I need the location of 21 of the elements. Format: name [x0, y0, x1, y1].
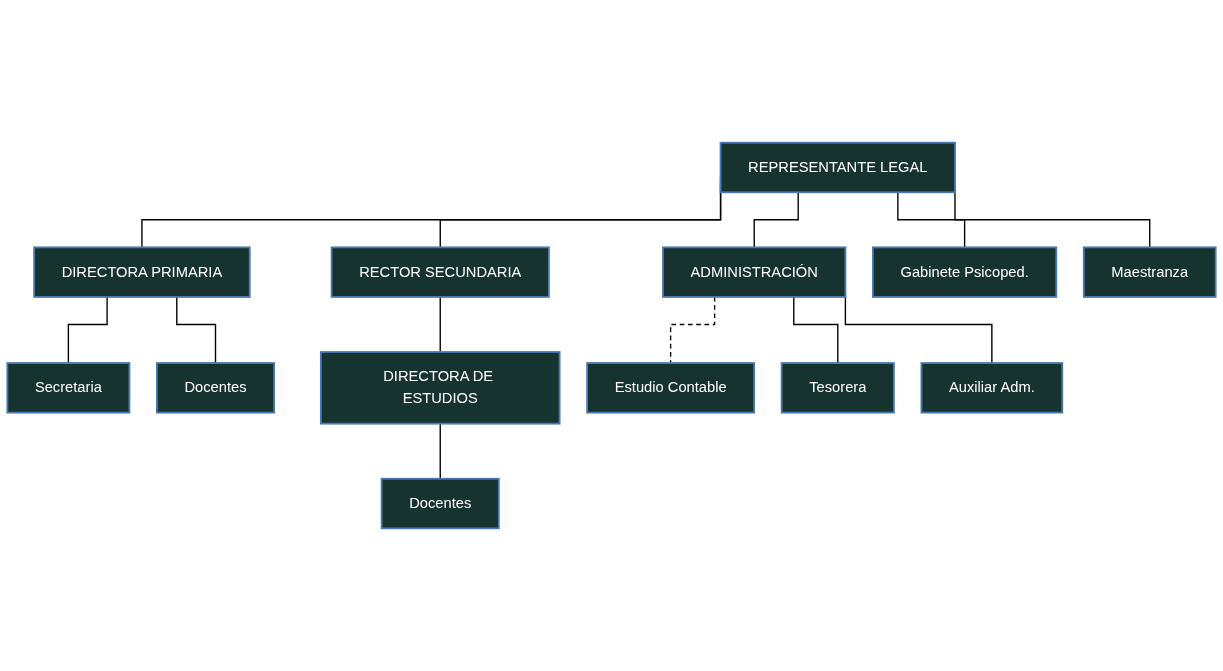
- connector: [669, 296, 716, 364]
- connector: [439, 422, 441, 480]
- node-box: ADMINISTRACIÓN: [662, 246, 847, 298]
- connector: [793, 296, 839, 364]
- node-box: DIRECTORA PRIMARIA: [33, 246, 251, 298]
- connector: [753, 191, 799, 249]
- node-box: Auxiliar Adm.: [920, 362, 1064, 414]
- connector: [439, 296, 441, 353]
- node-box: Docentes: [156, 362, 275, 414]
- node-box: Estudio Contable: [586, 362, 756, 414]
- node-box: Secretaria: [6, 362, 131, 414]
- node-box: Gabinete Psicoped.: [872, 246, 1058, 298]
- connector: [897, 191, 966, 249]
- node-box: Tesorera: [780, 362, 895, 414]
- connector: [67, 296, 108, 364]
- connector: [176, 296, 217, 364]
- node-box: Maestranza: [1082, 246, 1217, 298]
- node-box: RECTOR SECUNDARIA: [330, 246, 550, 298]
- node-box: DIRECTORA DE ESTUDIOS: [319, 351, 561, 425]
- node-box: REPRESENTANTE LEGAL: [719, 141, 956, 194]
- node-box: Docentes: [380, 477, 500, 530]
